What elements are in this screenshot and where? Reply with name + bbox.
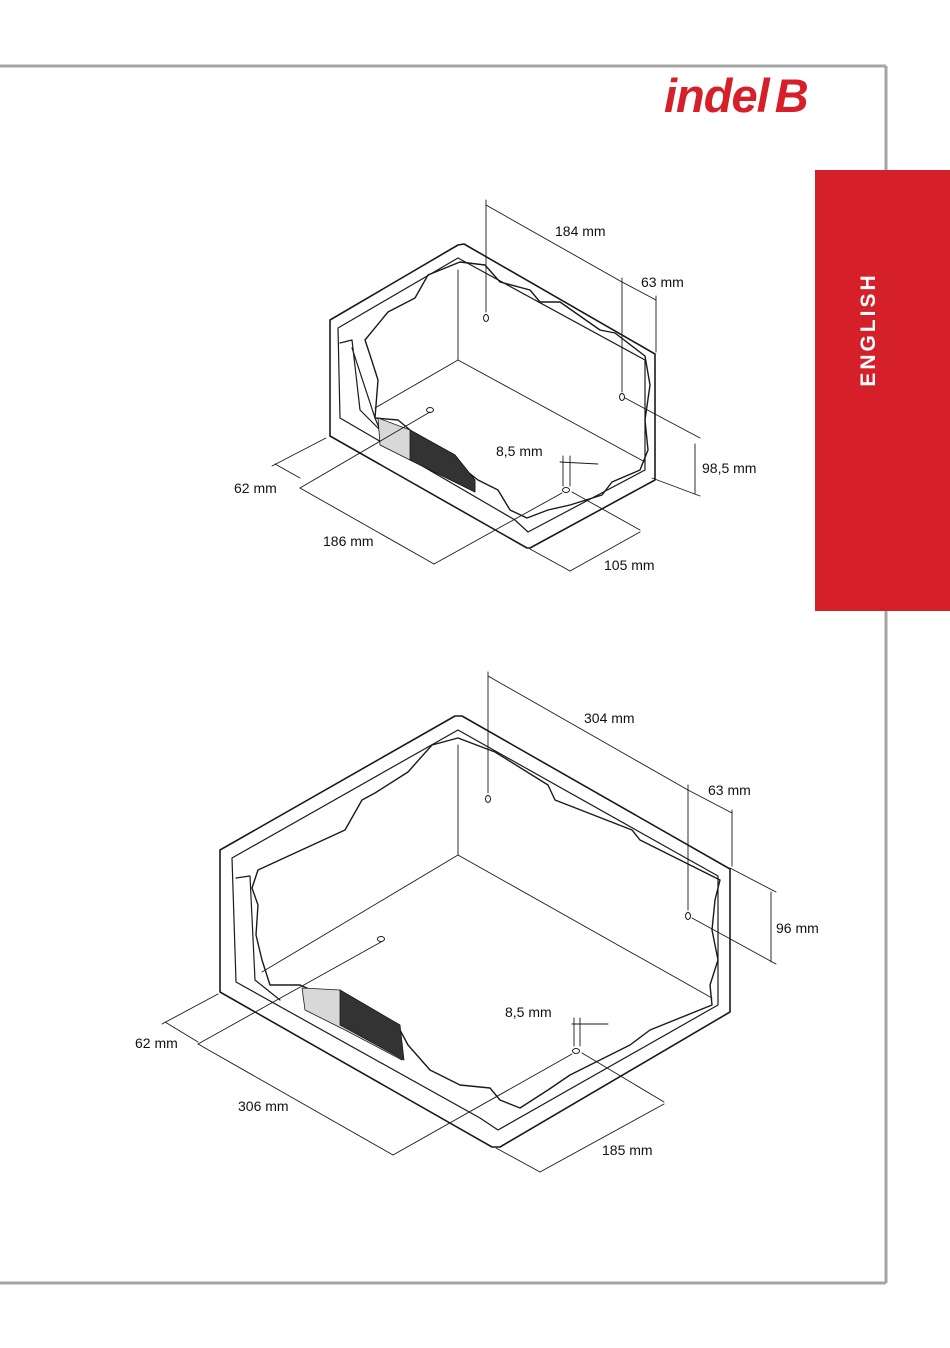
safe-body-outline bbox=[220, 716, 730, 1147]
dim-depth: 185 mm bbox=[602, 1142, 653, 1158]
dim-width-front: 306 mm bbox=[238, 1098, 289, 1114]
mount-hole-icon bbox=[686, 913, 691, 920]
dim-offset-back: 63 mm bbox=[708, 782, 751, 798]
dim-hole: 8,5 mm bbox=[505, 1004, 552, 1020]
mount-hole-icon bbox=[486, 796, 491, 803]
keypad bbox=[340, 990, 404, 1060]
dim-offset-front: 62 mm bbox=[135, 1035, 178, 1051]
mount-hole-icon bbox=[378, 937, 385, 942]
cutaway-edge bbox=[252, 738, 720, 1108]
dim-width-back: 304 mm bbox=[584, 710, 635, 726]
mount-hole-icon bbox=[573, 1049, 580, 1054]
safe-inner-wall bbox=[232, 730, 718, 1130]
safe-door-opening bbox=[236, 876, 280, 1000]
dim-height: 96 mm bbox=[776, 920, 819, 936]
